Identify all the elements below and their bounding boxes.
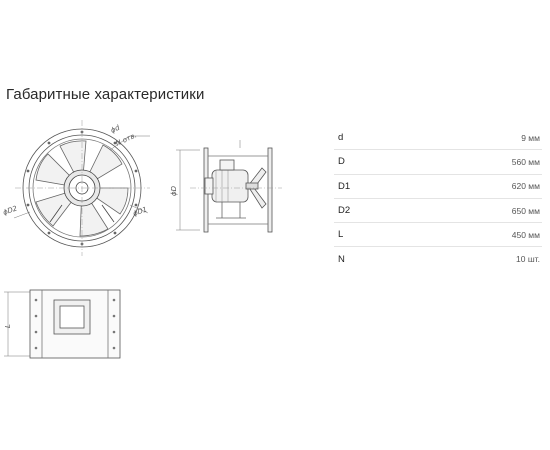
spec-row: D1 620 мм — [334, 175, 542, 199]
spec-row: D 560 мм — [334, 150, 542, 175]
spec-name: d — [338, 132, 344, 144]
spec-row: N 10 шт. — [334, 247, 542, 270]
side-view-drawing — [176, 140, 282, 233]
spec-row: L 450 мм — [334, 223, 542, 248]
page-title: Габаритные характеристики — [6, 86, 205, 103]
spec-value: 650 мм — [511, 205, 540, 216]
bottom-view-drawing — [4, 289, 121, 359]
spec-row: d 9 мм — [334, 126, 542, 151]
front-d2-label: ϕD2 — [2, 204, 19, 217]
spec-value: 9 мм — [521, 132, 540, 143]
spec-value: 620 мм — [511, 181, 540, 192]
side-d-label: ϕD — [170, 185, 178, 196]
front-d1-label: ϕD1 — [132, 205, 148, 217]
fan-drawings: ϕd N отв. ϕD2 ϕD1 ϕD L — [2, 120, 282, 359]
spec-value: 450 мм — [511, 229, 540, 240]
spec-name: D1 — [338, 180, 351, 192]
spec-name: D — [338, 156, 345, 168]
spec-name: N — [338, 253, 345, 265]
spec-value: 10 шт. — [516, 254, 540, 265]
spec-row: D2 650 мм — [334, 199, 542, 224]
front-holes-label: N отв. — [114, 131, 137, 148]
spec-name: L — [338, 229, 344, 241]
front-d-label: ϕd — [109, 123, 121, 134]
spec-value: 560 мм — [511, 156, 540, 167]
bottom-l-label: L — [4, 324, 12, 328]
spec-name: D2 — [338, 205, 351, 217]
front-view-drawing — [13, 120, 150, 256]
spec-table: d 9 мм D 560 мм D1 620 мм D2 650 мм L 45… — [334, 126, 542, 271]
